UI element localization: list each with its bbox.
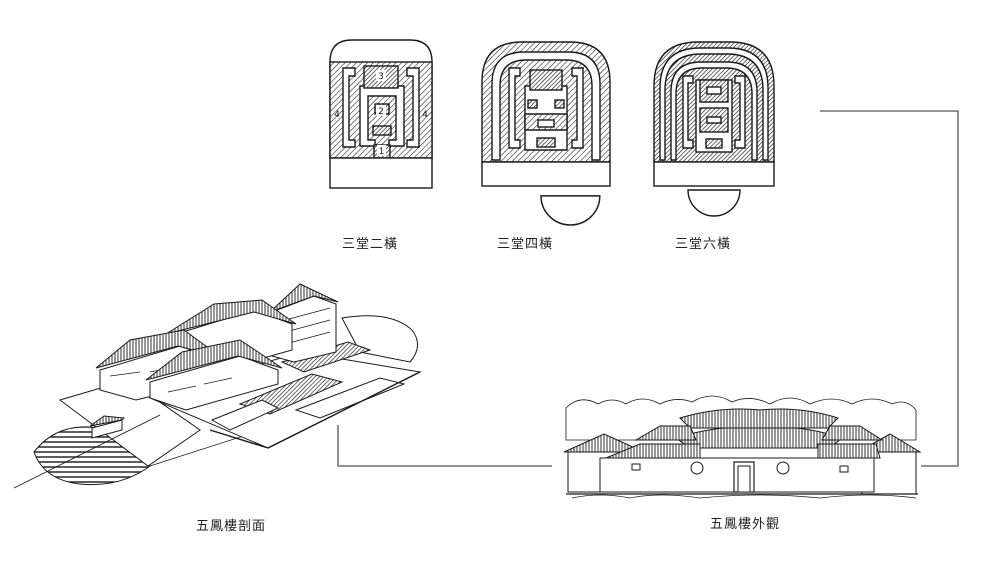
caption-section: 五鳳樓剖面 (196, 519, 267, 534)
caption-plan-three-halls-two-wings: 三堂二橫 (342, 237, 399, 252)
plan-a-number-3: 3 (378, 72, 384, 82)
plan-a-number-1: 1 (379, 147, 385, 157)
plan-a-labels: 3 2 1 4 4 (334, 70, 428, 157)
caption-exterior: 五鳳樓外觀 (710, 517, 781, 532)
plan-a-number-2: 2 (378, 107, 384, 117)
caption-plan-three-halls-four-wings: 三堂四橫 (497, 237, 554, 252)
caption-plan-three-halls-six-wings: 三堂六橫 (675, 237, 732, 252)
plan-a-number-4-left: 4 (334, 110, 340, 120)
section-drawing (13, 283, 422, 489)
plan-three-halls-six-wings (653, 41, 775, 217)
plan-three-halls-four-wings (481, 41, 611, 226)
connector-lines (337, 110, 959, 467)
plan-a-number-4-right: 4 (422, 110, 428, 120)
plan-three-halls-two-wings (329, 39, 433, 189)
exterior-drawing (563, 395, 922, 499)
